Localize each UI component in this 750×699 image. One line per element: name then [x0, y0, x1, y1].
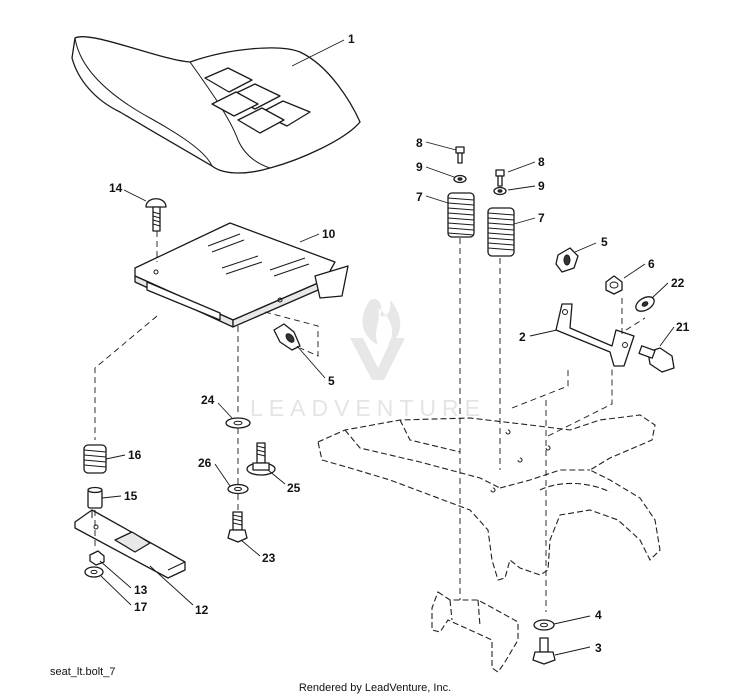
callout-16: 16 — [128, 448, 142, 462]
callout-5-right: 5 — [601, 235, 608, 249]
callout-7-left: 7 — [416, 190, 423, 204]
knob-part-5-right — [555, 247, 579, 273]
bolt-part-8-left — [455, 146, 465, 164]
callout-23: 23 — [262, 551, 276, 565]
nut-part-6 — [605, 275, 623, 295]
callout-25: 25 — [287, 481, 301, 495]
callout-8-right: 8 — [538, 155, 545, 169]
callout-21: 21 — [676, 320, 690, 334]
assembly-lines — [94, 231, 646, 612]
callout-2: 2 — [519, 330, 526, 344]
washer-part-9-right — [493, 186, 507, 196]
callout-12: 12 — [195, 603, 209, 617]
callout-numbers: 1 14 10 8 9 7 8 9 7 5 6 22 2 21 5 24 26 … — [109, 32, 690, 655]
callout-3: 3 — [595, 641, 602, 655]
washer-part-17 — [84, 566, 104, 578]
callout-13: 13 — [134, 583, 148, 597]
bolt-part-21 — [638, 345, 675, 373]
callout-7-right: 7 — [538, 211, 545, 225]
callout-1: 1 — [348, 32, 355, 46]
tractor-frame-reference — [317, 414, 661, 673]
callout-14: 14 — [109, 181, 123, 195]
callout-26: 26 — [198, 456, 212, 470]
callout-24: 24 — [201, 393, 215, 407]
seat-pan-part-10 — [134, 222, 349, 328]
carriage-bolt-part-14 — [145, 198, 167, 232]
washer-part-9-left — [453, 174, 467, 184]
seat-part-1 — [71, 36, 361, 174]
bracket-part-2 — [555, 303, 635, 367]
spring-part-7-right — [487, 207, 515, 257]
diagram-filename: seat_lt.bolt_7 — [50, 666, 116, 678]
washer-part-4 — [533, 619, 555, 631]
flange-nut-part-22 — [635, 296, 655, 312]
watermark-text: LEADVENTURE — [250, 395, 486, 421]
callout-5-left: 5 — [328, 374, 335, 388]
callout-4: 4 — [595, 608, 602, 622]
callout-17: 17 — [134, 600, 148, 614]
callout-22: 22 — [671, 276, 685, 290]
spacer-part-15 — [87, 486, 103, 509]
bolt-part-25 — [246, 442, 276, 476]
bolt-part-3 — [532, 637, 556, 665]
leadventure-watermark: LEADVENTURE — [250, 298, 486, 421]
callout-10: 10 — [322, 227, 336, 241]
knob-part-5-left — [273, 323, 301, 351]
bolt-part-23 — [227, 511, 248, 543]
callout-8-left: 8 — [416, 136, 423, 150]
callout-6: 6 — [648, 257, 655, 271]
spring-part-7-left — [447, 192, 475, 238]
callout-9-right: 9 — [538, 179, 545, 193]
washer-part-24 — [225, 417, 251, 429]
leader-lines — [99, 39, 675, 656]
washer-part-26 — [227, 483, 249, 495]
footer-credit: Rendered by LeadVenture, Inc. — [298, 682, 452, 694]
slide-rail-part-12 — [74, 509, 186, 579]
spring-part-16 — [83, 444, 107, 474]
bolt-part-8-right — [495, 169, 505, 187]
callout-15: 15 — [124, 489, 138, 503]
callout-9-left: 9 — [416, 160, 423, 174]
